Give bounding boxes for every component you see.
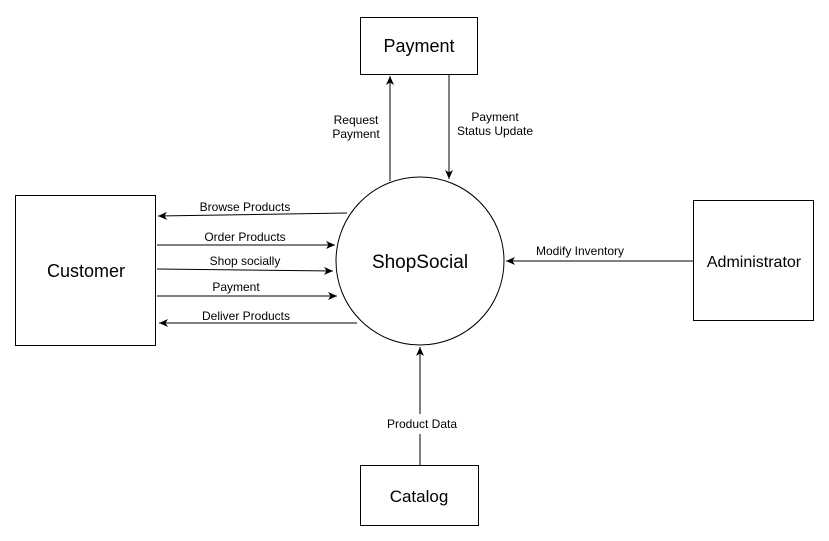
order-products-label: Order Products [204, 230, 285, 244]
flow-order-products: Order Products [157, 230, 335, 249]
catalog-entity-label: Catalog [390, 487, 449, 506]
flow-browse-products: Browse Products [157, 200, 348, 220]
payment-entity-label: Payment [383, 36, 454, 56]
flow-deliver-products: Deliver Products [159, 309, 357, 327]
request-payment-label-line1: Request [334, 113, 379, 127]
flow-shop-socially: Shop socially [156, 254, 334, 275]
browse-products-arrow [157, 211, 348, 220]
customer-entity-label: Customer [47, 261, 125, 281]
flow-payment-status-update: Payment Status Update [445, 75, 533, 179]
catalog-entity: Catalog [360, 465, 479, 526]
shopsocial-process: ShopSocial [335, 176, 505, 346]
browse-products-label: Browse Products [200, 200, 291, 214]
modify-inventory-label: Modify Inventory [536, 244, 624, 258]
process-label: ShopSocial [372, 252, 468, 273]
shop-socially-label: Shop socially [210, 254, 281, 268]
shop-socially-arrow [156, 266, 334, 275]
administrator-entity: Administrator [693, 200, 814, 321]
payment-status-label-line1: Payment [471, 110, 519, 124]
deliver-products-label: Deliver Products [202, 309, 290, 323]
customer-entity: Customer [15, 195, 156, 346]
flow-product-data: Product Data [384, 347, 460, 465]
flow-payment: Payment [157, 280, 337, 300]
flow-request-payment: Request Payment [332, 76, 394, 181]
product-data-label-bg [384, 414, 460, 434]
flow-modify-inventory: Modify Inventory [506, 244, 693, 265]
payment-status-label-line2: Status Update [457, 124, 533, 138]
request-payment-label-line2: Payment [332, 127, 380, 141]
payment-flow-label: Payment [212, 280, 260, 294]
product-data-label: Product Data [387, 417, 457, 431]
payment-entity: Payment [360, 17, 478, 75]
administrator-entity-label: Administrator [707, 254, 802, 271]
